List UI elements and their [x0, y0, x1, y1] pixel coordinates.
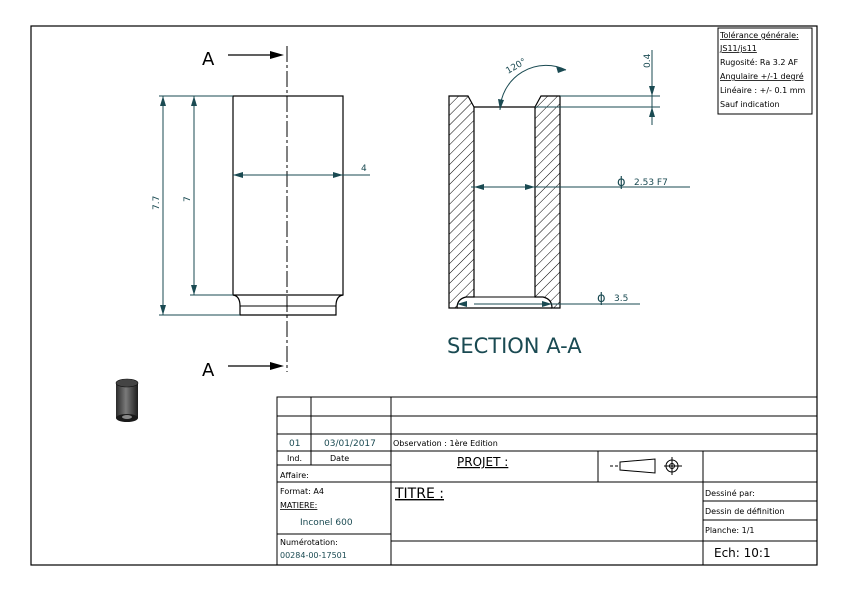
tolerance-line-1: Tolérance générale: — [719, 30, 799, 40]
section-view: 120° 0.4 ϕ 2.53 F7 ϕ 3.5 SECTION A-A — [447, 50, 690, 358]
titre-label: TITRE : — [394, 486, 444, 502]
tolerance-line-3: Rugosité: Ra 3.2 AF — [720, 57, 798, 67]
dim-width: 4 — [361, 164, 367, 174]
revision-date: 03/01/2017 — [324, 439, 376, 449]
dim-bore: 2.53 F7 — [634, 178, 668, 188]
projection-symbol — [610, 457, 682, 475]
dessine-par: Dessiné par: — [705, 488, 755, 498]
matiere-value: Inconel 600 — [300, 518, 353, 528]
tolerance-line-5: Linéaire : +/- 0.1 mm — [720, 85, 806, 95]
diameter-symbol-bore: ϕ — [617, 175, 626, 190]
ind-label: Ind. — [287, 454, 302, 463]
dessin-type: Dessin de définition — [705, 506, 784, 516]
dim-bottom: 3.5 — [614, 294, 628, 304]
echelle: Ech: 10:1 — [714, 546, 771, 560]
sheet-border — [30, 25, 818, 566]
title-block — [276, 396, 818, 566]
tolerance-line-4: Angulaire +/-1 degré — [720, 71, 804, 81]
affaire-label: Affaire: — [280, 471, 309, 480]
planche: Planche: 1/1 — [705, 526, 755, 535]
dim-angle: 120° — [505, 57, 529, 77]
tolerance-line-2: JS11/js11 — [719, 44, 757, 53]
dim-overall-height: 7.7 — [152, 196, 162, 210]
observation: Observation : 1ère Edition — [393, 438, 498, 448]
section-label-top: A — [202, 49, 215, 70]
matiere-label: MATIERE: — [280, 501, 317, 510]
diameter-symbol-bottom: ϕ — [597, 291, 606, 306]
front-view-body — [232, 95, 344, 296]
numerotation-value: 00284-00-17501 — [280, 551, 347, 560]
left-wall-section — [448, 95, 475, 309]
part-thumbnail — [115, 378, 139, 422]
section-title: SECTION A-A — [447, 334, 582, 358]
date-label: Date — [330, 454, 349, 463]
numerotation-label: Numérotation: — [280, 537, 338, 547]
format-label: Format: A4 — [280, 487, 324, 496]
section-label-bottom: A — [202, 360, 215, 381]
tolerance-line-6: Sauf indication — [720, 100, 780, 109]
dim-angle-arc — [499, 64, 567, 111]
projet-label: PROJET : — [457, 455, 508, 469]
right-wall-section — [534, 95, 561, 309]
front-view: A A 7.7 7 4 — [152, 46, 370, 381]
revision-index: 01 — [289, 439, 300, 449]
dim-chamfer: 0.4 — [643, 53, 653, 68]
front-view-foot — [232, 294, 344, 316]
dim-inner-height: 7 — [183, 196, 193, 202]
tolerance-box: Tolérance générale: JS11/js11 Rugosité: … — [717, 27, 813, 115]
